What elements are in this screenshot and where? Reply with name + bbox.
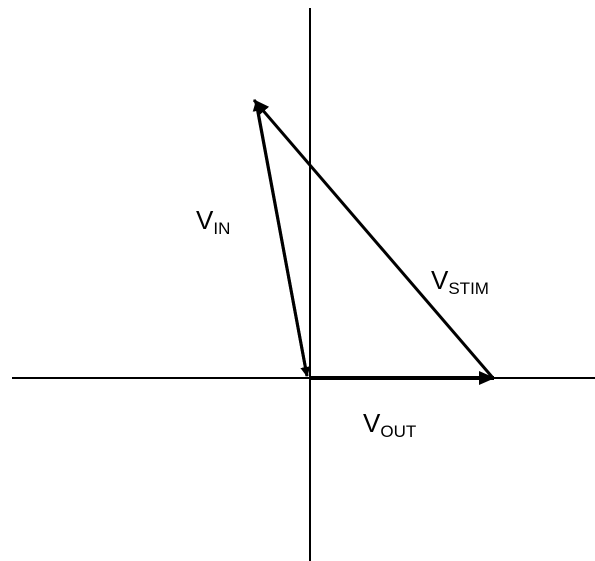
label-vin-main: V [196, 205, 214, 235]
vector-vstim [252, 99, 495, 379]
label-vstim-main: V [431, 265, 449, 295]
label-vin-sub: IN [213, 219, 231, 238]
label-vstim-sub: STIM [448, 279, 489, 298]
label-vout: VOUT [363, 408, 416, 440]
label-vout-sub: OUT [380, 422, 417, 441]
vector-vin-return [255, 105, 311, 377]
label-vin: VIN [196, 205, 230, 237]
label-vout-main: V [363, 408, 381, 438]
label-vstim: VSTIM [431, 265, 489, 297]
